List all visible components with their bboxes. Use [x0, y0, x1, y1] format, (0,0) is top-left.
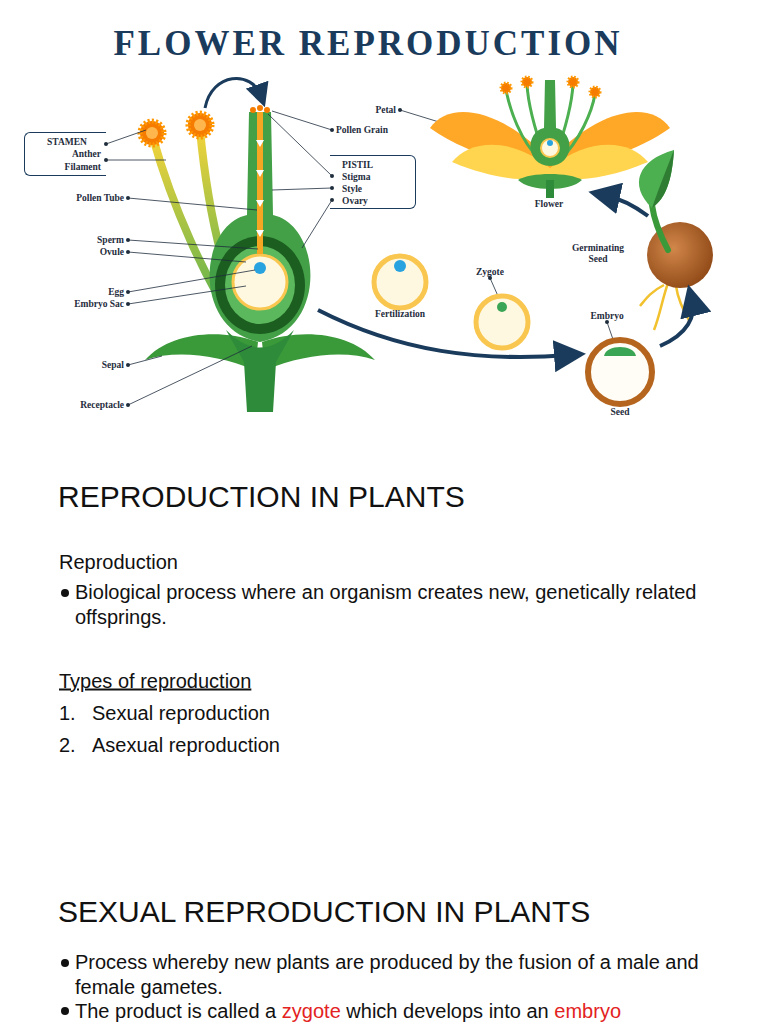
- bullet-text: Biological process where an organism cre…: [75, 580, 705, 630]
- pistil-bracket-box: PISTILStigmaStyleOvary: [330, 155, 416, 209]
- section-heading: REPRODUCTION IN PLANTS: [58, 479, 465, 515]
- part-name: Sperm: [97, 235, 124, 246]
- stage-name: Germinating Seed: [563, 243, 633, 265]
- key-term: zygote: [282, 1000, 341, 1022]
- stage-name: Fertilization: [375, 309, 425, 320]
- part-name: Pollen Tube: [76, 193, 124, 204]
- text-run: The product is called a: [75, 1000, 276, 1022]
- part-name: Receptacle: [80, 400, 124, 411]
- stage-name: Embryo: [590, 311, 623, 322]
- part-name: Pollen Grain: [336, 125, 388, 136]
- part-name: Anther: [72, 149, 101, 160]
- part-name: Stigma: [342, 172, 371, 183]
- section-heading: SEXUAL REPRODUCTION IN PLANTS: [58, 894, 590, 930]
- part-name: Embryo Sac: [74, 299, 124, 310]
- term: Reproduction: [59, 550, 178, 575]
- subheading: Types of reproduction: [59, 669, 251, 694]
- part-name: Sepal: [102, 360, 124, 371]
- list-number: 2.: [59, 733, 76, 758]
- text-run: which develops into an: [346, 1000, 548, 1022]
- part-name: Petal: [375, 105, 396, 116]
- stage-name: Flower: [535, 199, 564, 210]
- part-name: Filament: [65, 162, 101, 173]
- part-name: Ovary: [342, 196, 368, 207]
- part-name: Ovule: [100, 247, 124, 258]
- group-heading: PISTIL: [342, 160, 373, 171]
- group-heading: STAMEN: [47, 137, 87, 148]
- part-name: Egg: [108, 287, 124, 298]
- stamen-bracket-box: STAMENAntherFilament: [24, 132, 106, 176]
- bullet-text: Process whereby new plants are produced …: [75, 950, 715, 1000]
- bullet-text: The product is called a zygotewhich devel…: [75, 999, 627, 1024]
- stage-name: Seed: [611, 407, 630, 418]
- stage-name: Zygote: [476, 267, 504, 278]
- list-item: Asexual reproduction: [92, 733, 280, 758]
- diagram-title: FLOWER REPRODUCTION: [113, 24, 622, 64]
- key-term: embryo: [554, 1000, 621, 1022]
- part-name: Style: [342, 184, 362, 195]
- list-item: Sexual reproduction: [92, 701, 270, 726]
- list-number: 1.: [59, 701, 76, 726]
